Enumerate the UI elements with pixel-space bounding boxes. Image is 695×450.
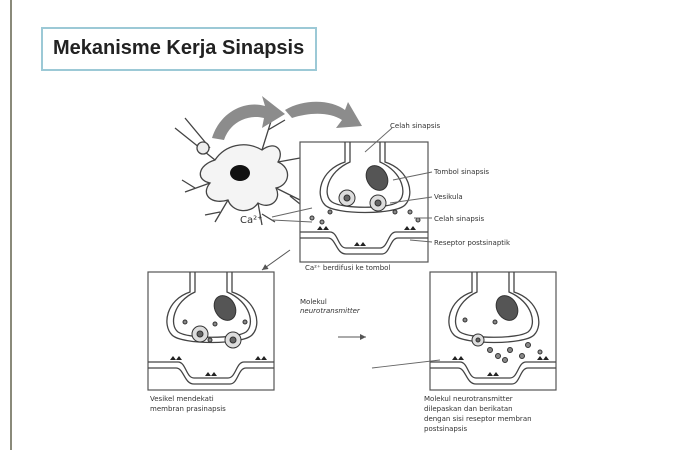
curved-arrow-1 — [212, 96, 285, 140]
label-neurotransmitter: neurotransmitter — [300, 307, 361, 315]
arrow-to-left-panel — [262, 250, 290, 270]
label-celah-sinapsis-top: Celah sinapsis — [390, 122, 440, 130]
curved-arrow-2 — [285, 102, 362, 128]
br-caption-line1: Molekul neurotransmitter — [424, 395, 513, 403]
br-caption-line2: dilepaskan dan berikatan — [424, 405, 513, 413]
br-caption-line3: dengan sisi reseptor membran — [424, 415, 532, 423]
label-ca-ion: Ca²⁺ — [240, 215, 262, 226]
bl-caption-line1: Vesikel mendekati — [150, 395, 214, 403]
label-celah-sinapsis-mid: Celah sinapsis — [434, 215, 484, 223]
label-vesikula: Vesikula — [434, 193, 463, 201]
br-caption-line4: postsinapsis — [424, 425, 467, 433]
label-reseptor-postsinaptik: Reseptor postsinaptik — [434, 239, 511, 247]
label-molekul: Molekul — [300, 298, 327, 306]
neuron-nucleus — [230, 165, 250, 181]
bl-caption-line2: membran prasinapsis — [150, 405, 226, 413]
label-ca-diffusion: Ca²⁺ berdifusi ke tombol — [305, 264, 390, 272]
label-tombol-sinapsis: Tombol sinapsis — [433, 168, 489, 176]
